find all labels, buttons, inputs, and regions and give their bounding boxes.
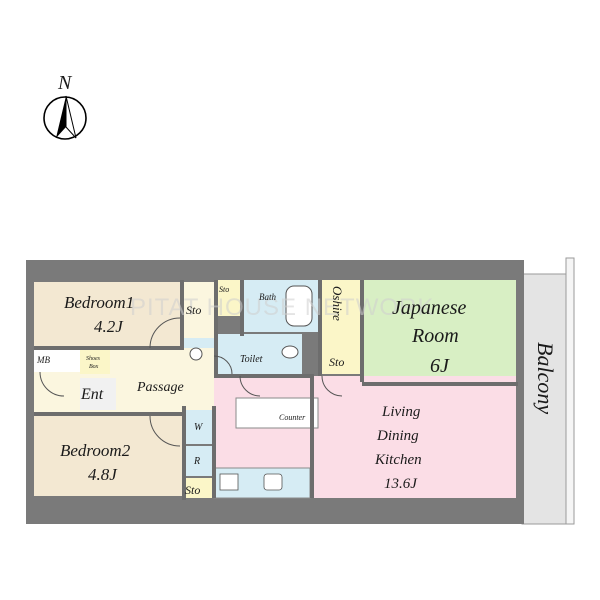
bedroom1-name: Bedroom1	[64, 293, 134, 312]
counter	[235, 397, 319, 429]
w-space	[182, 410, 212, 444]
japanese-name-1: Japanese	[392, 297, 467, 319]
bedroom1-area	[34, 282, 182, 348]
w-label: W	[194, 422, 204, 433]
ldk-size: 13.6J	[384, 476, 418, 492]
compass-label: N	[57, 72, 73, 94]
japanese-room-area	[362, 280, 516, 382]
sto-closet-1	[180, 282, 214, 338]
toilet-icon	[281, 345, 299, 359]
shoes-box	[80, 350, 110, 374]
sto-label-4: Sto	[185, 483, 200, 497]
north-arrow-half-icon	[65, 95, 77, 139]
bedroom2-name: Bedroom2	[60, 441, 131, 460]
bedroom2-size: 4.8J	[88, 465, 118, 484]
oshire-closet	[322, 280, 360, 346]
ldk-line3: Kitchen	[374, 452, 422, 468]
inner-walls	[34, 280, 518, 500]
watermark: PITAT HOUSE NETWORK	[130, 294, 434, 321]
bathtub-icon	[285, 285, 313, 327]
balcony-label: Balcony	[533, 342, 558, 414]
sink-icon	[263, 473, 283, 491]
japanese-name-2: Room	[411, 325, 459, 347]
bath-label: Bath	[259, 292, 276, 302]
passage-label: Passage	[136, 380, 184, 395]
r-space	[182, 446, 212, 476]
japanese-size: 6J	[430, 355, 450, 377]
ldk-line1: Living	[381, 404, 421, 420]
oshire-label: Oshire	[330, 286, 345, 321]
sto-label-1: Sto	[186, 303, 201, 317]
sto-label-3: Sto	[329, 355, 344, 369]
mb-box	[34, 350, 80, 372]
sto-closet-3	[322, 346, 360, 374]
north-arrow-icon	[56, 96, 66, 138]
shoes-label-1: Shoes	[86, 356, 101, 362]
sto-closet-4	[182, 478, 212, 498]
ldk-line2: Dining	[376, 428, 419, 444]
mb-label: MB	[36, 355, 50, 365]
balcony-rail	[565, 257, 575, 525]
bedroom1-size: 4.2J	[94, 317, 124, 336]
toilet-label: Toilet	[240, 354, 263, 365]
washbasin-icon	[189, 347, 203, 361]
entrance-area	[80, 378, 116, 410]
door-swings	[39, 317, 343, 447]
compass: N	[43, 72, 87, 140]
entrance-label: Ent	[80, 386, 104, 403]
bedroom2-area	[34, 416, 182, 496]
sto-label-2: Sto	[219, 285, 229, 294]
r-label: R	[193, 456, 200, 467]
shoes-label-2: Box	[89, 364, 99, 370]
stove-icon	[219, 473, 239, 491]
sto-closet-2	[216, 280, 240, 316]
counter-label: Counter	[279, 413, 306, 422]
